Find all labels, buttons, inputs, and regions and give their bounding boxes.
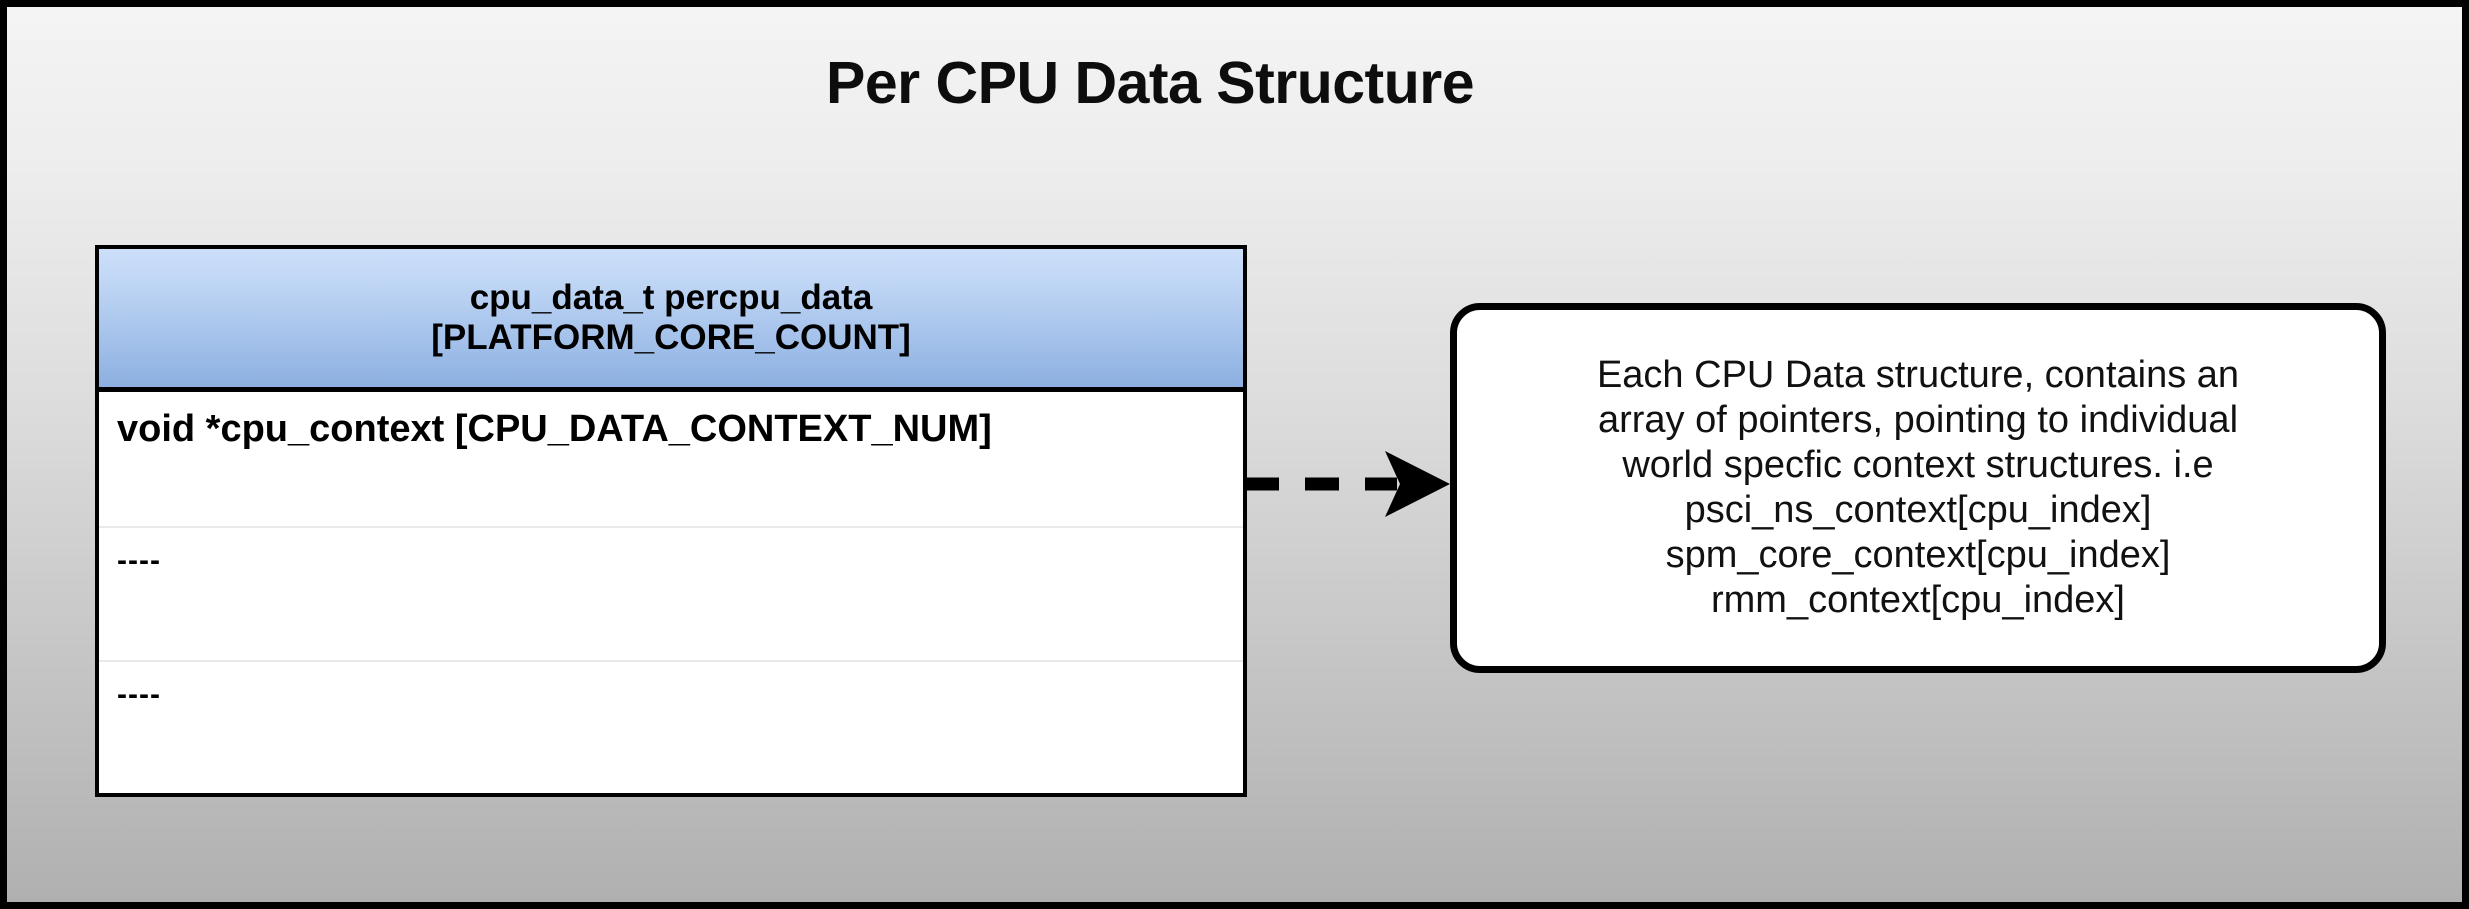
note-line: array of pointers, pointing to individua… [1597, 398, 2239, 441]
note-line: rmm_context[cpu_index] [1711, 579, 2125, 622]
struct-row-label: ---- [117, 544, 161, 577]
note-line: world specfic context structures. i.e [1622, 443, 2214, 486]
struct-row-placeholder-1: ---- [99, 526, 1243, 660]
struct-row-label: void *cpu_context [CPU_DATA_CONTEXT_NUM] [117, 408, 992, 450]
note-callout: Each CPU Data structure, contains an arr… [1450, 303, 2386, 673]
percpu-data-struct-box: cpu_data_t percpu_data [PLATFORM_CORE_CO… [95, 245, 1247, 797]
struct-header-line-2: [PLATFORM_CORE_COUNT] [431, 318, 911, 357]
struct-row-label: ---- [117, 678, 161, 711]
note-line: psci_ns_context[cpu_index] [1684, 489, 2152, 531]
page-title: Per CPU Data Structure [825, 50, 1475, 116]
note-line: spm_core_context[cpu_index] [1665, 534, 2171, 577]
struct-row-cpu-context: void *cpu_context [CPU_DATA_CONTEXT_NUM] [99, 392, 1243, 526]
note-line: Each CPU Data structure, contains an [1596, 353, 2240, 396]
struct-row-placeholder-2: ---- [99, 660, 1243, 794]
struct-header-line-1: cpu_data_t percpu_data [469, 278, 873, 318]
struct-header: cpu_data_t percpu_data [PLATFORM_CORE_CO… [99, 249, 1243, 392]
diagram-page-background: Per CPU Data Structure cpu_data_t percpu… [7, 7, 2462, 902]
dashed-arrow-right-icon [1245, 439, 1463, 529]
